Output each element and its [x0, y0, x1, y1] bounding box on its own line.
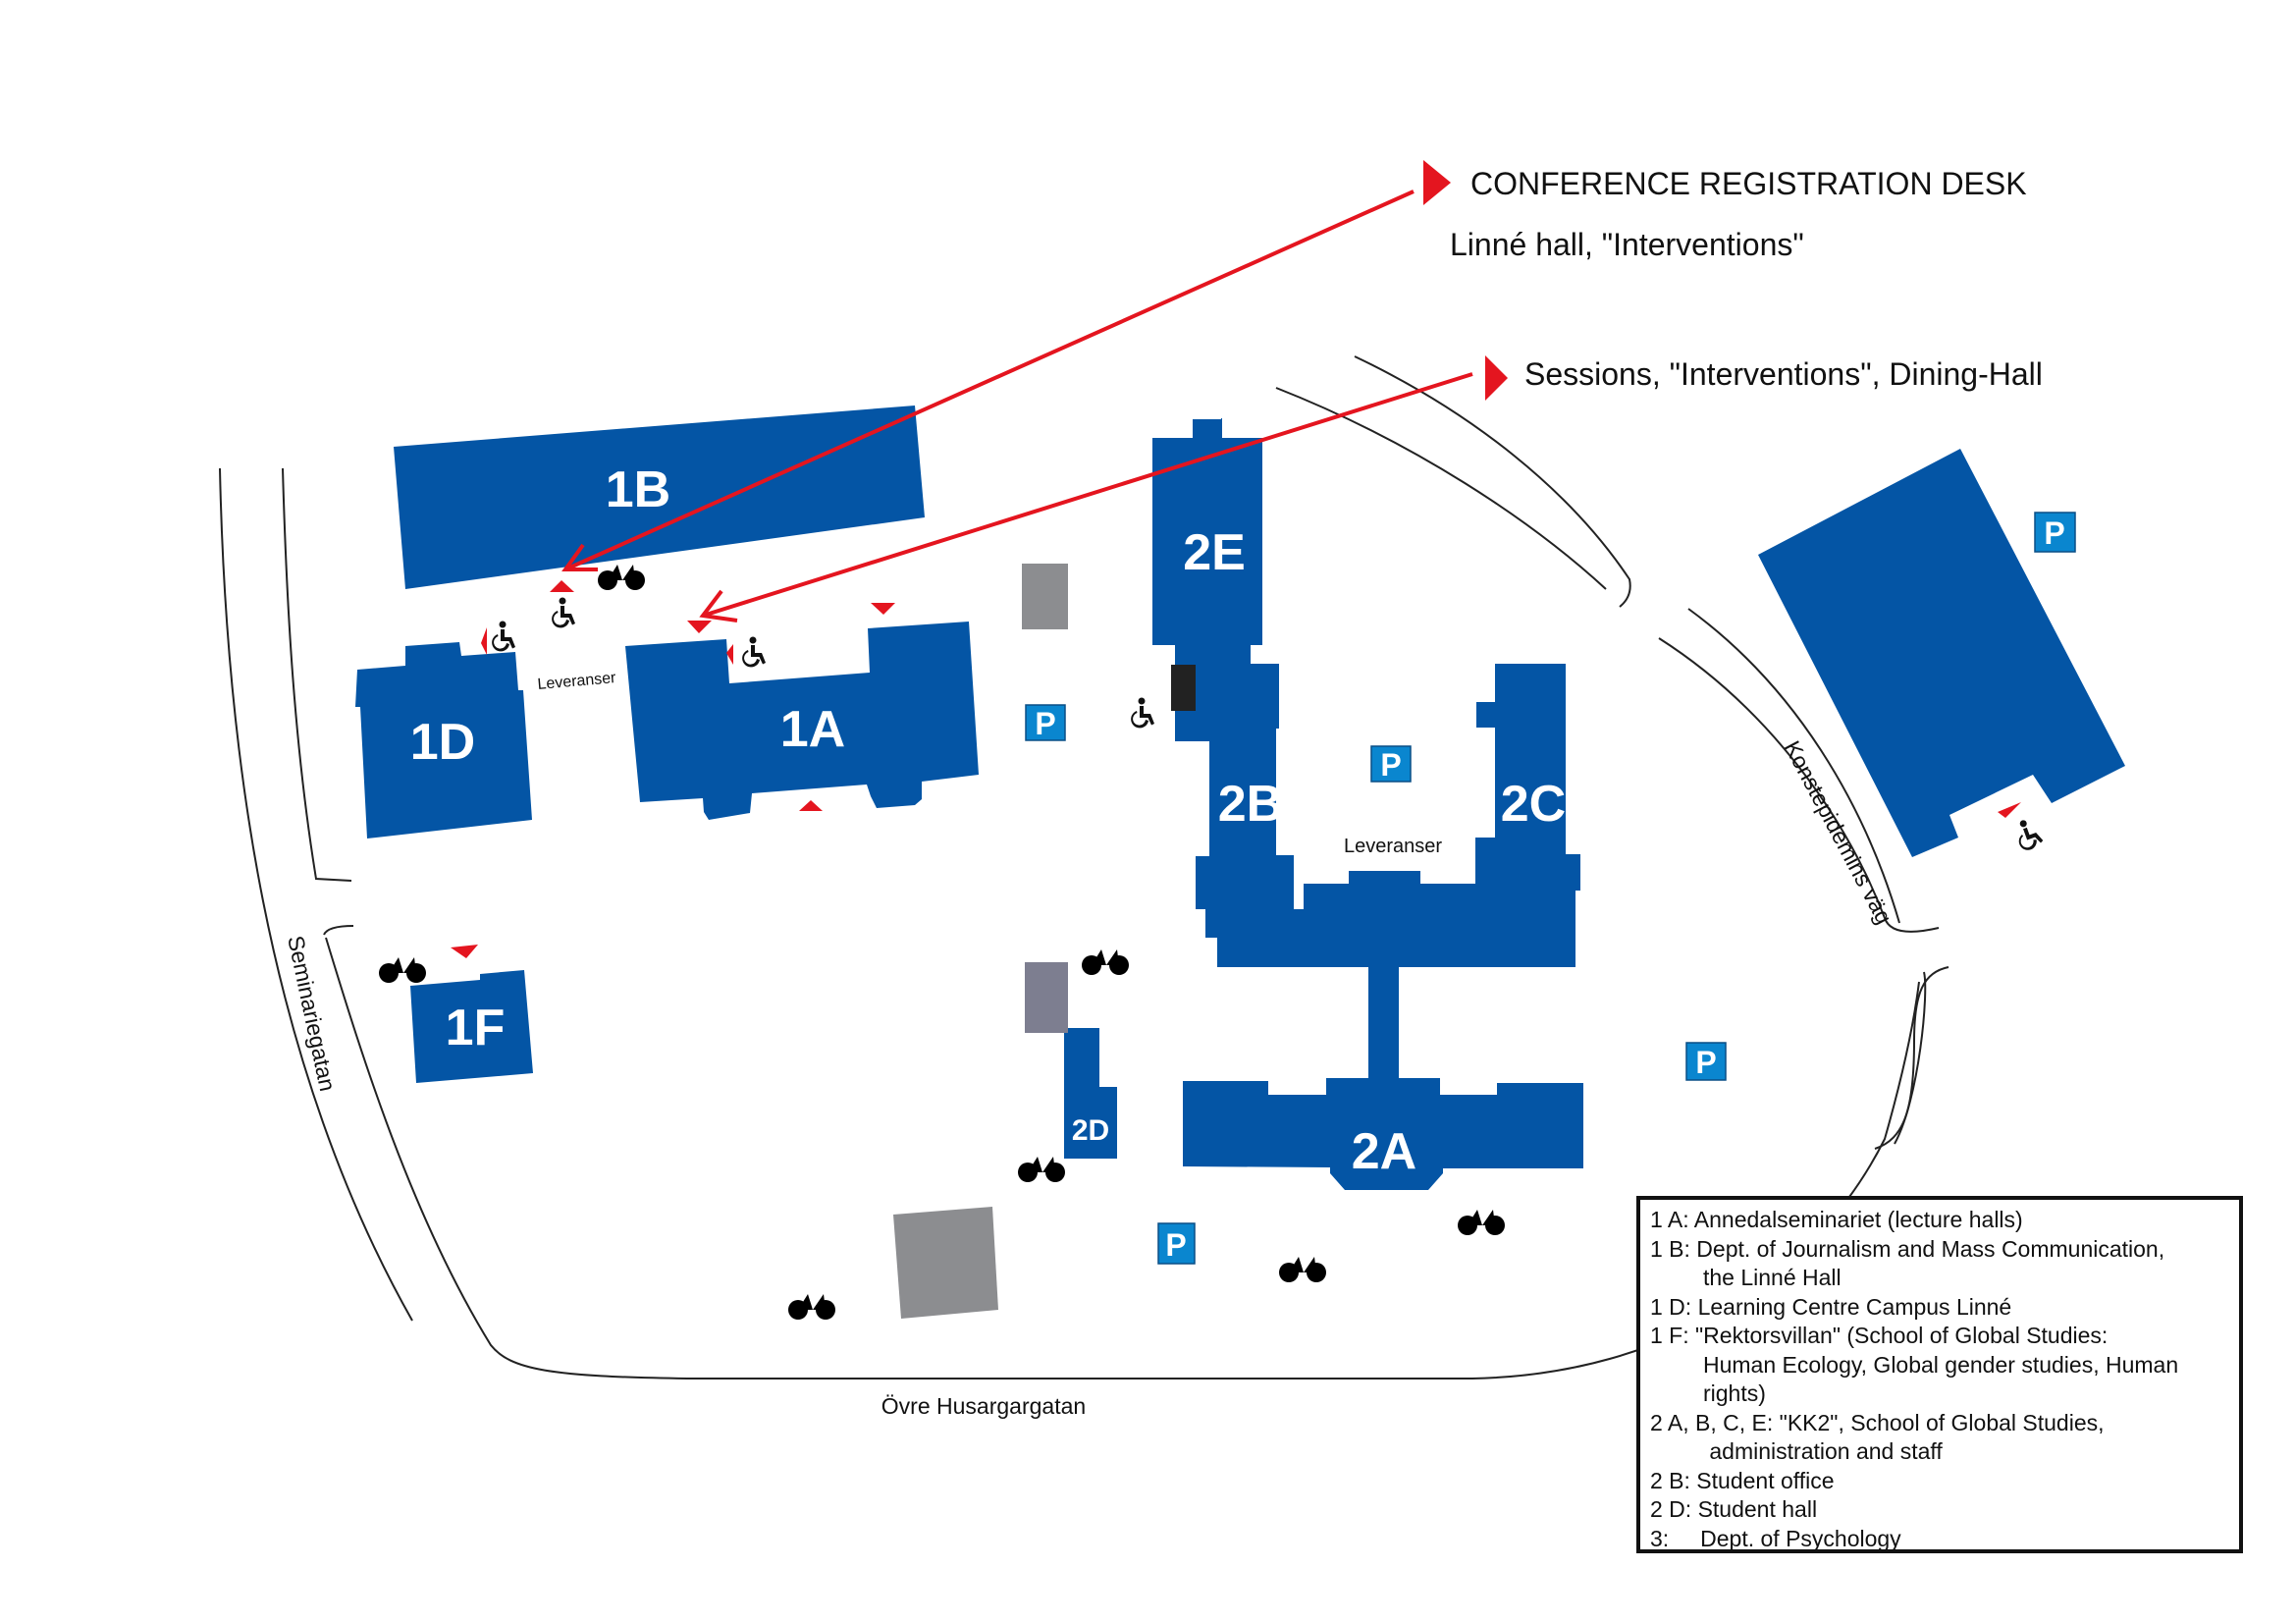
linne-hall-label: Linné hall, "Interventions" — [1450, 227, 1804, 262]
street-ovre-husargargatan: Övre Husargargatan — [881, 1393, 1086, 1419]
parking-sign-4: P — [1685, 1042, 1727, 1081]
entrance-marker-icon — [871, 603, 895, 615]
building-2B-label: 2B — [1218, 776, 1283, 833]
legend-row: Human Ecology, Global gender studies, Hu… — [1703, 1351, 2179, 1378]
svg-text:P: P — [1165, 1227, 1186, 1263]
building-1F-label: 1F — [446, 1000, 506, 1056]
bicycle-icon — [379, 953, 426, 983]
building-1B-label: 1B — [606, 461, 670, 518]
svg-text:P: P — [2044, 515, 2064, 551]
building-2C-label: 2C — [1501, 776, 1566, 833]
entrance-marker-icon — [1998, 802, 2021, 818]
wheelchair-icon — [2011, 816, 2045, 853]
leveranser-label-2: Leveranser — [1344, 836, 1442, 857]
wheelchair-icon — [552, 597, 575, 628]
bicycle-icon — [598, 561, 645, 590]
building-3-psychology[interactable] — [1758, 449, 2125, 857]
gray-building-north — [1022, 564, 1068, 629]
road-north-arc-2 — [1275, 387, 1607, 590]
road-seminariegatan-inner-2 — [323, 925, 1920, 1380]
building-1D[interactable]: 1D — [355, 642, 532, 839]
entrance-dark-block — [1171, 665, 1196, 711]
roads — [219, 355, 1949, 1380]
legend-row: the Linné Hall — [1703, 1265, 1842, 1290]
bicycle-icon — [1458, 1206, 1505, 1235]
gray-building-small — [1025, 962, 1068, 1033]
sessions-label: Sessions, "Interventions", Dining-Hall — [1524, 356, 2043, 392]
building-1F[interactable]: 1F — [410, 970, 533, 1083]
legend-row: administration and staff — [1703, 1438, 1943, 1464]
parking-sign-1: P — [1025, 704, 1066, 741]
parking-sign-3: P — [2034, 512, 2076, 553]
entrance-marker-icon — [451, 945, 478, 958]
legend-row: 2 A, B, C, E: "KK2", School of Global St… — [1650, 1409, 2105, 1435]
callout-arrow-registration — [561, 160, 1451, 571]
map-legend: 1 A: Annedalseminariet (lecture halls) 1 … — [1636, 1196, 2243, 1553]
road-konstepidemins-outer — [1658, 637, 1940, 933]
building-2E[interactable]: 2E — [1152, 419, 1304, 938]
parking-sign-5: P — [1157, 1222, 1196, 1265]
legend-row: 1 B: Dept. of Journalism and Mass Commun… — [1650, 1235, 2165, 1262]
parking-sign-2: P — [1370, 745, 1412, 783]
building-2C[interactable]: 2C — [1217, 664, 1580, 967]
gray-building-south — [893, 1207, 998, 1319]
building-1A-label: 1A — [780, 701, 845, 758]
entrance-marker-icon — [550, 580, 574, 592]
building-2A-label: 2A — [1352, 1123, 1416, 1180]
entrance-marker-icon — [726, 644, 733, 665]
legend-row: 2 D: Student hall — [1650, 1496, 1818, 1522]
legend-row: 1 F: "Rektorsvillan" (School of Global S… — [1650, 1323, 2109, 1348]
callout-arrow-sessions — [699, 355, 1508, 622]
building-1A[interactable]: 1A — [625, 622, 979, 820]
building-2D[interactable]: 2D — [1064, 1028, 1117, 1159]
entrance-marker-icon — [481, 627, 487, 655]
svg-text:P: P — [1035, 706, 1055, 741]
building-1B[interactable]: 1B — [394, 406, 925, 589]
svg-text:P: P — [1695, 1045, 1716, 1080]
legend-row: 1 D: Learning Centre Campus Linné — [1650, 1293, 2012, 1320]
building-2-annex-link — [1373, 923, 1397, 943]
road-konstepidemins-inner — [1687, 608, 1900, 924]
building-2D-label: 2D — [1072, 1114, 1109, 1147]
legend-row: 3: Dept. of Psychology — [1650, 1525, 1901, 1551]
road-north-arc-1 — [1354, 355, 1631, 608]
bicycle-icon — [1082, 946, 1129, 975]
building-2A[interactable]: 2A — [1183, 962, 1583, 1190]
legend-row: 1 A: Annedalseminariet (lecture halls) — [1650, 1207, 2023, 1232]
svg-text:P: P — [1380, 747, 1401, 783]
bicycle-icon — [788, 1290, 835, 1320]
road-seminariegatan-outer — [219, 467, 413, 1322]
building-2E-label: 2E — [1183, 524, 1246, 581]
road-east-right — [1894, 971, 1927, 1145]
entrance-marker-icon — [799, 800, 823, 811]
registration-desk-label: CONFERENCE REGISTRATION DESK — [1470, 166, 2027, 201]
bicycle-icon — [1279, 1253, 1326, 1282]
wheelchair-icon — [742, 636, 766, 668]
wheelchair-icon — [1131, 697, 1154, 729]
road-seminariegatan-inner — [282, 467, 352, 882]
leveranser-label-1: Leveranser — [537, 670, 617, 693]
road-east-lower — [1874, 966, 1949, 1150]
legend-row: rights) — [1703, 1380, 1766, 1406]
legend-row: 2 B: Student office — [1650, 1467, 1835, 1493]
building-1D-label: 1D — [410, 714, 475, 771]
wheelchair-icon — [492, 621, 515, 652]
building-2-annex — [1349, 871, 1420, 926]
bicycle-icon — [1018, 1153, 1065, 1182]
entrance-marker-icon — [687, 621, 712, 633]
